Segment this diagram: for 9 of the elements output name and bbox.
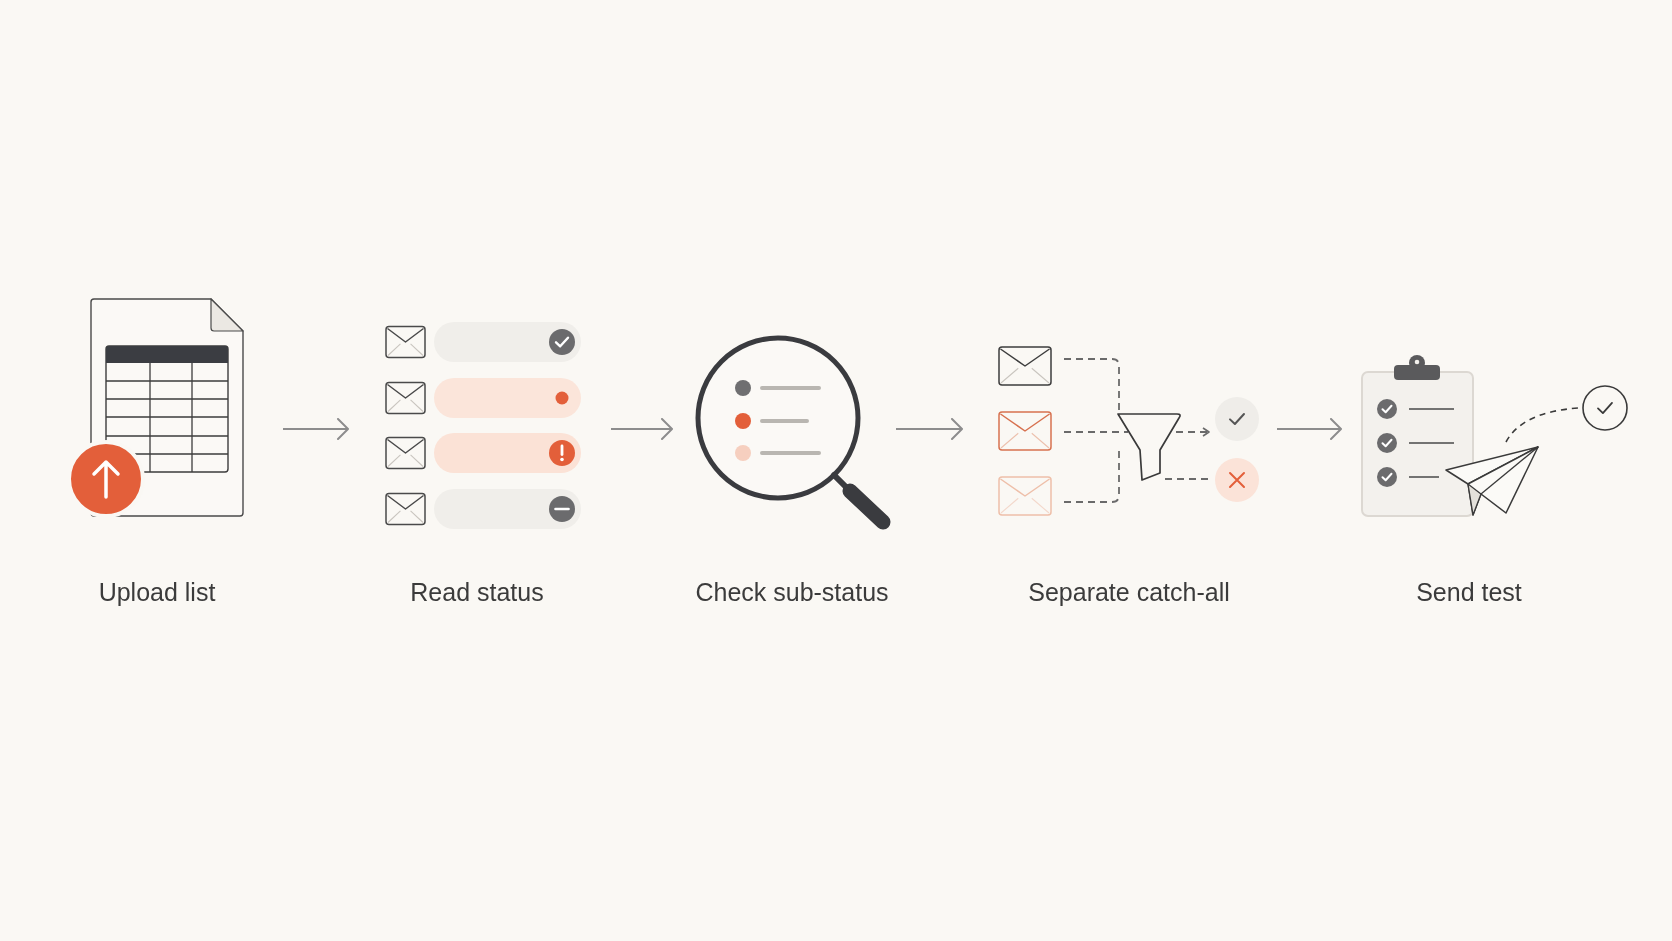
arrow xyxy=(895,418,963,440)
arrow xyxy=(282,418,349,440)
step-label: Separate catch-all xyxy=(1028,577,1230,607)
step-label: Check sub-status xyxy=(695,577,889,607)
arrow xyxy=(1276,418,1342,440)
step-label: Read status xyxy=(410,577,544,607)
step-label: Upload list xyxy=(98,577,216,607)
arrow xyxy=(610,418,673,440)
step-label: Send test xyxy=(1416,577,1522,607)
